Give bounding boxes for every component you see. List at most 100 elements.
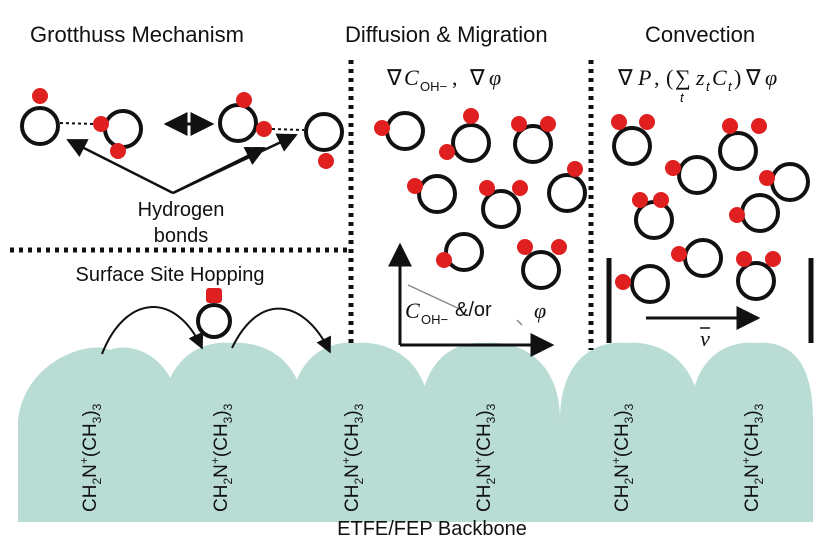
c-index: t [728,79,733,94]
proton-atom [463,108,479,124]
c-symbol: C [712,65,727,90]
water-ring [547,173,587,213]
backbone-lobe-3 [290,342,430,470]
hydrogen-label: Hydrogen [138,199,225,221]
diffusion-title: Diffusion & Migration [345,22,548,47]
proton-atom [512,180,528,196]
proton-atom [639,114,655,130]
nabla-symbol: ∇ [469,65,485,90]
water-ring [612,126,652,166]
chem-label-5: CH2N+(CH3)3 [609,403,636,512]
proton-atom [110,143,126,159]
backbone-lobe-6 [690,342,813,470]
oh-sub: OH− [420,79,447,94]
phi-symbol: φ [534,298,546,323]
surface-hopping-panel: Surface Site Hopping [75,264,331,355]
water-ring [444,232,484,272]
proton-atom [436,252,452,268]
proton-atom [256,121,272,137]
water-ring [683,238,723,278]
backbone-lobe-2 [162,342,305,470]
convection-panel: ∇ P , ( ∑ t z t C t ) ∇ φ [606,65,814,351]
hop-arrow-1 [101,306,204,355]
close-paren: ) [734,65,741,90]
proton-atom [93,116,109,132]
chem-label-2: CH2N+(CH3)3 [208,403,235,512]
proton-atom [540,116,556,132]
and-or-label: &/or [455,299,492,321]
chem-label-6: CH2N+(CH3)3 [739,403,766,512]
surface-hopping-title: Surface Site Hopping [75,264,264,286]
oh-sub: OH− [421,312,448,327]
nabla-symbol: ∇ [745,65,761,90]
convection-title: Convection [645,22,755,47]
backbone-shape [18,342,813,522]
proton-atom [32,88,48,104]
water-ring [718,131,758,171]
sum-symbol: ∑ [675,65,691,90]
gradient-tick [516,319,523,326]
water-ring [481,189,521,229]
proton-atom [479,180,495,196]
pointer-arrow [66,138,174,195]
proton-atom [736,251,752,267]
proton-atom [206,288,222,303]
pointer-arrow [172,133,298,195]
proton-atom [374,120,390,136]
water-ring [103,109,143,149]
proton-atom [567,161,583,177]
proton-atom [722,118,738,134]
proton-atom [439,144,455,160]
c-symbol: C [404,65,419,90]
water-ring [20,106,60,146]
comma: , [654,65,660,90]
hbond-line [59,122,96,125]
proton-atom [511,116,527,132]
proton-atom [236,92,252,108]
proton-atom [671,246,687,262]
water-ring [196,303,232,339]
proton-atom [632,192,648,208]
water-ring [630,264,670,304]
separators [10,60,594,350]
bonds-label: bonds [154,225,209,247]
hbond-line [271,128,305,131]
backbone-lobe-4 [420,342,560,470]
c-symbol: C [405,298,420,323]
chem-label-3: CH2N+(CH3)3 [339,403,366,512]
open-paren: ( [666,65,673,90]
water-ring [677,155,717,195]
nabla-symbol: ∇ [386,65,402,90]
chem-label-4: CH2N+(CH3)3 [471,403,498,512]
sum-index: t [680,90,685,105]
proton-atom [407,178,423,194]
water-ring [385,111,425,151]
proton-atom [653,192,669,208]
nabla-symbol: ∇ [617,65,633,90]
water-ring [218,103,258,143]
water-ring [513,124,553,164]
grotthuss-panel: Hydrogen bonds [20,88,344,247]
backbone-base [18,462,813,522]
phi-symbol: φ [489,65,501,90]
phi-symbol: φ [765,65,777,90]
chem-label-1: CH2N+(CH3)3 [77,403,104,512]
water-ring [736,261,776,301]
z-symbol: z [695,65,705,90]
proton-atom [517,239,533,255]
proton-atom [615,274,631,290]
proton-atom [765,251,781,267]
proton-atom [611,114,627,130]
velocity-label: v [700,326,710,351]
water-ring [417,174,457,214]
water-ring [451,123,491,163]
water-ring [521,250,561,290]
convection-formula: ∇ P , ( ∑ t z t C t ) ∇ φ [617,65,777,105]
backbone-lobe-5 [560,342,700,470]
proton-atom [665,160,681,176]
proton-atom [318,153,334,169]
water-ring [304,112,344,152]
gradient-label: ∇ C OH− , ∇ φ [386,65,501,94]
